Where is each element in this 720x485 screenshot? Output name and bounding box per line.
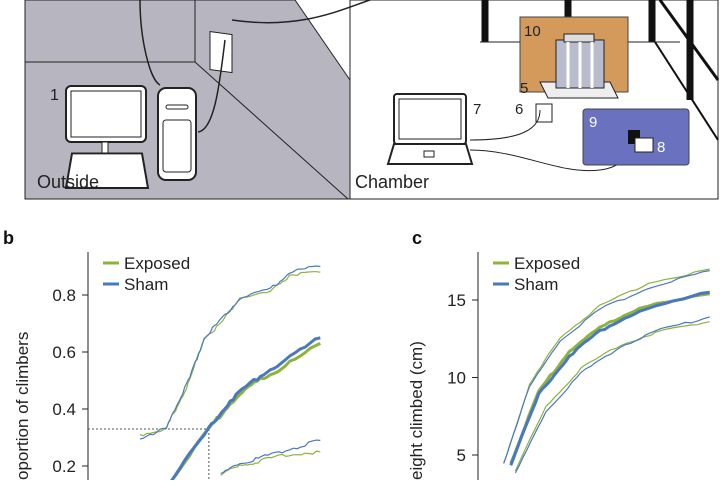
- legend: Exposed Sham: [103, 254, 190, 294]
- outside-label: Outside: [37, 172, 99, 192]
- label-7: 7: [473, 101, 481, 118]
- series-exposed-lower: [514, 321, 710, 472]
- y-axis-label: eight climbed (cm): [407, 341, 426, 480]
- series-sham-upper: [139, 265, 321, 440]
- y-tick-label: 10: [447, 369, 466, 388]
- series-sham-upper: [503, 270, 710, 464]
- wall-edge: [654, 41, 719, 141]
- window-frame: [658, 0, 720, 81]
- y-tick-label: 15: [447, 291, 466, 310]
- label-10: 10: [524, 23, 541, 40]
- cable: [197, 39, 226, 133]
- series-sham-lower: [514, 316, 710, 474]
- legend-exposed: Exposed: [124, 254, 190, 273]
- series-exposed-lower: [220, 450, 321, 476]
- panel-c-label: c: [412, 228, 422, 248]
- series-sham-mean: [509, 290, 710, 466]
- desktop-computer-icon: [64, 85, 197, 189]
- sensor-icon: [535, 103, 553, 123]
- legend-sham: Sham: [124, 275, 168, 294]
- y-tick-label: 0.4: [52, 400, 76, 419]
- panel-a-diagram: 1 Outside Chamber 10 5 6 7: [24, 0, 720, 200]
- legend-exposed: Exposed: [514, 254, 580, 273]
- y-tick-label: 0.8: [52, 286, 76, 305]
- series-exposed-mean: [169, 342, 321, 483]
- y-tick-label: 0.6: [52, 343, 76, 362]
- label-5: 5: [520, 80, 528, 97]
- camera-body: [634, 137, 654, 153]
- chamber-label: Chamber: [355, 172, 429, 192]
- y-tick-label: 0.2: [52, 457, 76, 476]
- label-8: 8: [657, 139, 665, 156]
- laptop-icon: [386, 93, 474, 165]
- series-sham-mean: [169, 336, 321, 483]
- chart-c: eight climbed (cm) Exposed Sham 5 10 15: [407, 252, 710, 480]
- label-9: 9: [589, 114, 597, 131]
- cable: [231, 0, 371, 24]
- cable: [469, 109, 541, 141]
- series-sham-lower: [220, 439, 321, 474]
- series-exposed-mean: [509, 292, 710, 464]
- legend-sham: Sham: [514, 275, 558, 294]
- wall-edge: [194, 61, 349, 200]
- y-tick-label: 5: [457, 446, 466, 465]
- label-1: 1: [50, 87, 59, 104]
- panel-b-label: b: [3, 228, 14, 248]
- cable: [139, 0, 161, 86]
- y-axis-label: oportion of climbers: [13, 332, 32, 480]
- chart-b: oportion of climbers Exposed Sham 0.2 0.4…: [13, 252, 321, 483]
- legend: Exposed Sham: [493, 254, 580, 294]
- label-6: 6: [515, 101, 523, 118]
- tube-rack-icon: [555, 33, 605, 89]
